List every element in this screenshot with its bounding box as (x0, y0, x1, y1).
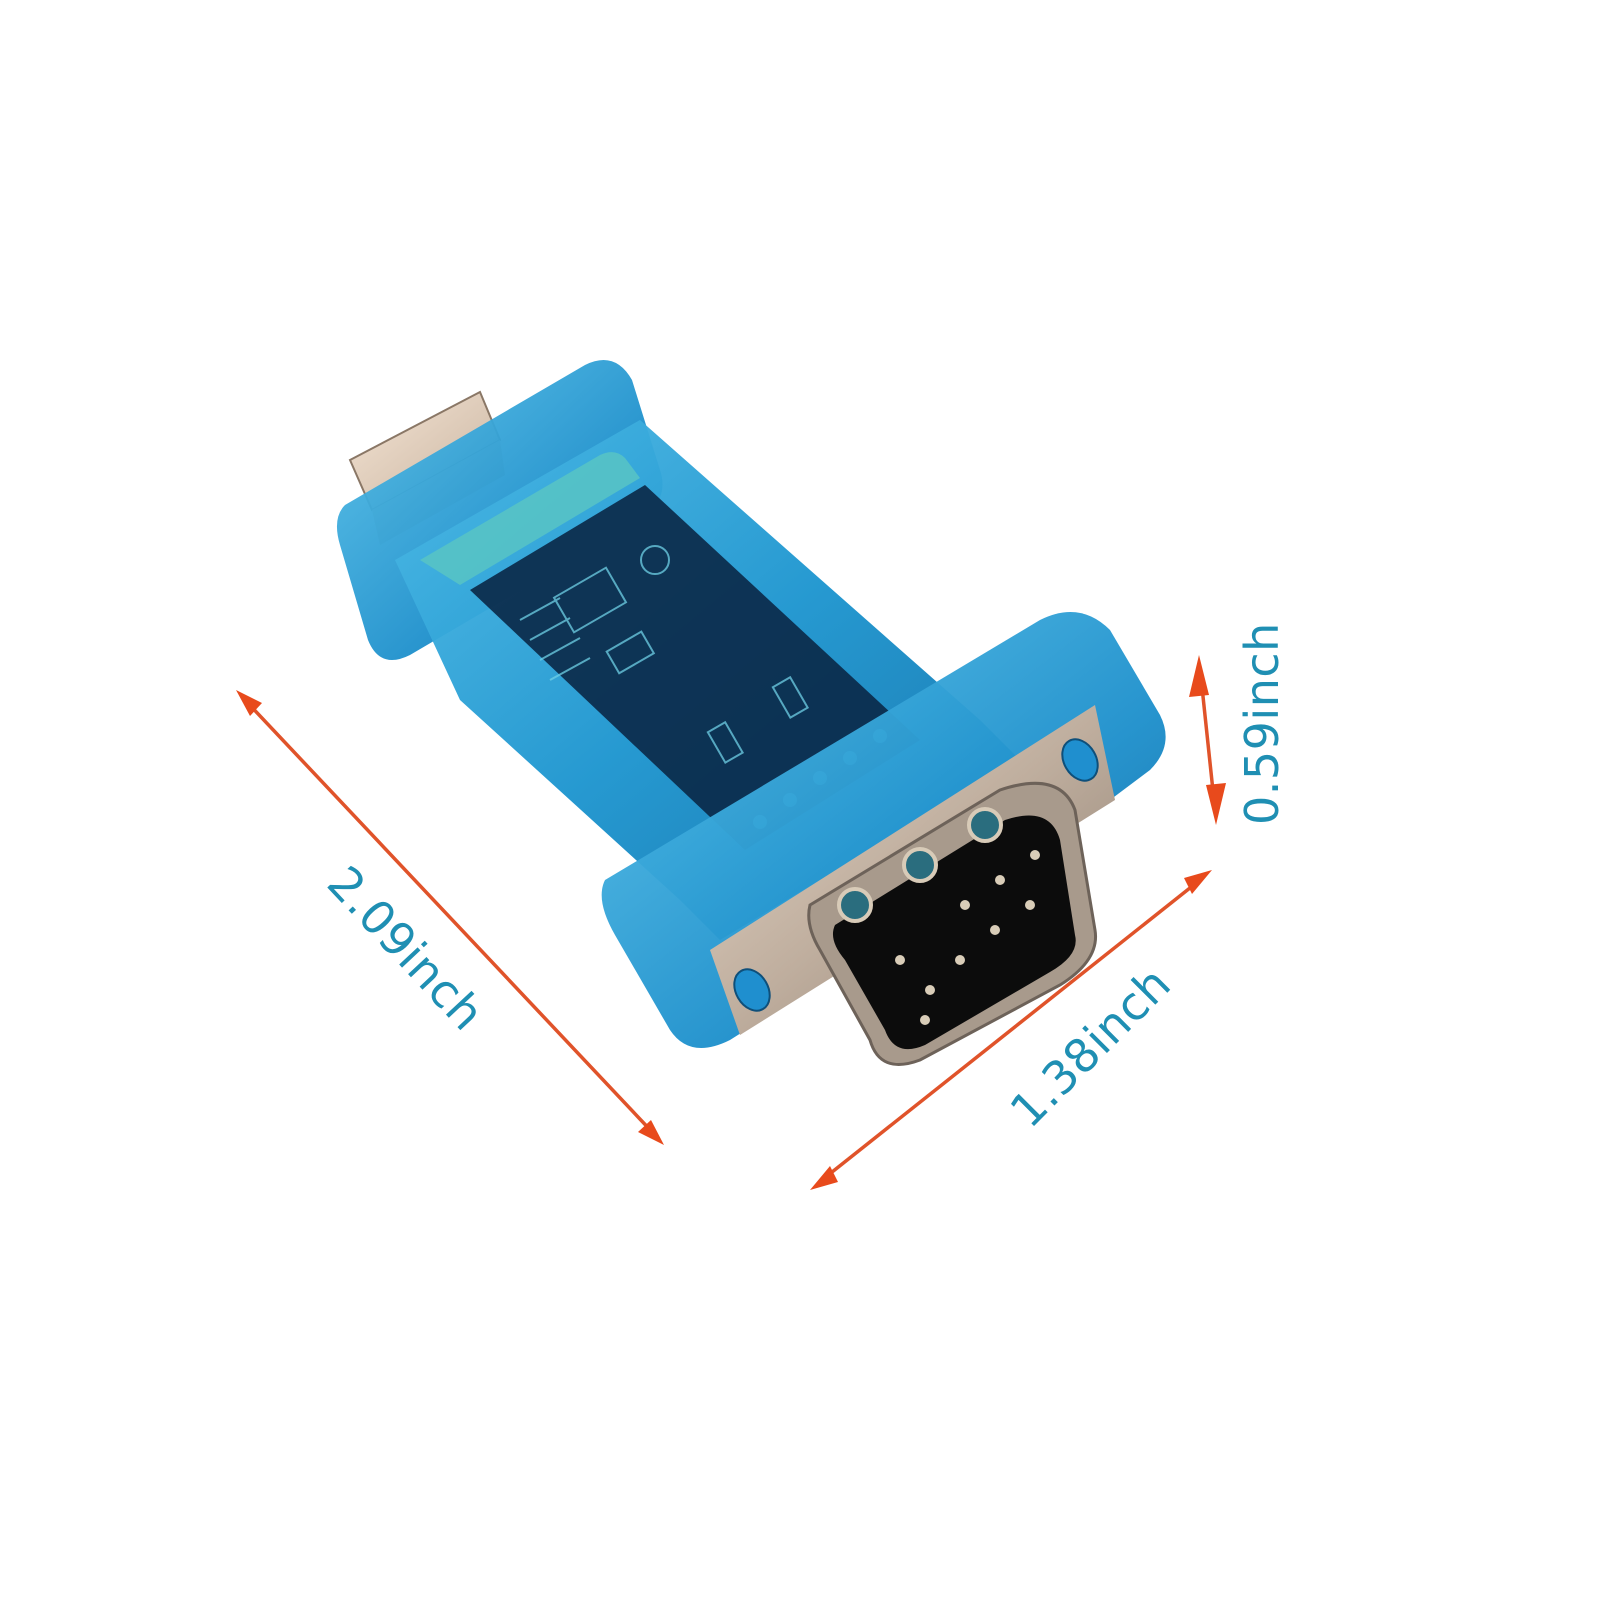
mounting-hole-right (1061, 738, 1099, 782)
dimension-height: 0.59inch (1189, 622, 1289, 825)
db9-pins (895, 850, 1040, 1025)
db9-connector (807, 781, 1098, 1066)
length-label: 2.09inch (317, 856, 495, 1041)
pcb-board (470, 485, 920, 850)
height-label: 0.59inch (1235, 622, 1289, 825)
pcb-components (519, 545, 810, 764)
usb-metal-visible (420, 452, 640, 585)
mounting-hole-left (733, 968, 771, 1012)
db9-top-pin-sockets (837, 807, 1003, 923)
